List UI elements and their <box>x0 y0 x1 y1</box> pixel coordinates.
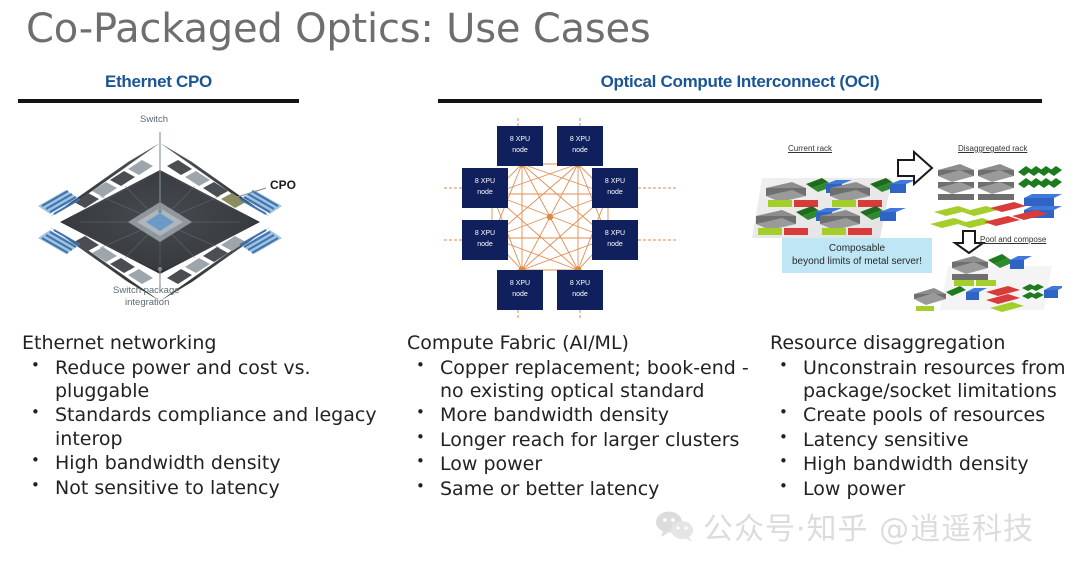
list-item: Unconstrain resources from package/socke… <box>770 356 1075 404</box>
disagg-label-pool-and-compose: Pool and compose <box>980 235 1047 244</box>
page-title: Co-Packaged Optics: Use Cases <box>26 6 651 52</box>
diagram-cpo-switch-package: Switch CPO Switch package integration <box>20 110 320 315</box>
list-item: Latency sensitive <box>770 428 1075 452</box>
mesh-node-label: 8 XPU node <box>462 177 508 198</box>
list-item: Low power <box>407 452 769 476</box>
list-item: Standards compliance and legacy interop <box>22 403 402 451</box>
mesh-node-label-line2: node <box>607 188 623 196</box>
mesh-node-label-line1: 8 XPU <box>474 178 496 185</box>
pool-and-compose-group <box>914 254 1062 312</box>
mesh-node-label-line2: node <box>477 240 493 248</box>
cpo-arm-se <box>160 227 270 301</box>
cpo-label-switch-package: Switch package <box>113 285 180 296</box>
bullet-list-ethernet: Reduce power and cost vs. pluggableStand… <box>22 356 402 501</box>
section-header-ethernet-cpo-label: Ethernet CPO <box>105 72 212 91</box>
mesh-node-label: 8 XPU node <box>592 229 638 250</box>
cpo-arm-nw <box>50 143 160 217</box>
section-header-oci-label: Optical Compute Interconnect (OCI) <box>600 72 880 91</box>
arrow-down-icon <box>951 230 987 255</box>
mesh-node-label-line2: node <box>512 290 528 298</box>
cpo-label-switch: Switch <box>140 114 168 125</box>
bullet-column-resource-disaggregation: Resource disaggregation Unconstrain reso… <box>770 332 1075 502</box>
cpo-arm-sw <box>50 227 160 301</box>
cpo-label-cpo: CPO <box>270 178 297 192</box>
list-item: Copper replacement; book-end - no existi… <box>407 356 769 404</box>
mesh-node-label: 8 XPU node <box>462 229 508 250</box>
section-header-oci: Optical Compute Interconnect (OCI) <box>438 72 1042 103</box>
list-item: Longer reach for larger clusters <box>407 428 769 452</box>
wechat-icon <box>656 511 693 542</box>
mesh-node-label: 8 XPU node <box>497 279 543 300</box>
section-rule-right <box>438 99 1042 103</box>
mesh-external-stubs <box>442 118 678 318</box>
mesh-node-label-line1: 8 XPU <box>509 136 531 143</box>
disaggregation-svg <box>752 149 1062 312</box>
mesh-node-label-line2: node <box>477 188 493 196</box>
cpo-label-integration: integration <box>125 297 170 308</box>
mesh-node-label-line2: node <box>572 290 588 298</box>
mesh-node-label-line1: 8 XPU <box>509 280 531 287</box>
cpo-leader-lines <box>159 132 267 288</box>
mesh-node-label-line2: node <box>572 146 588 154</box>
cpo-switch-core <box>146 213 174 231</box>
mesh-node-label-line2: node <box>512 146 528 154</box>
mesh-node-label: 8 XPU node <box>592 177 638 198</box>
list-item: Low power <box>770 477 1075 501</box>
mesh-node-label-line1: 8 XPU <box>604 230 626 237</box>
xpu-mesh-svg <box>442 118 678 318</box>
list-item: High bandwidth density <box>770 452 1075 476</box>
composable-callout-line2: beyond limits of metal server! <box>791 255 923 267</box>
bullet-column-ethernet: Ethernet networking Reduce power and cos… <box>22 332 402 501</box>
list-item: High bandwidth density <box>22 451 402 475</box>
bullet-column-resource-disaggregation-title: Resource disaggregation <box>770 332 1006 354</box>
mesh-node-label-line1: 8 XPU <box>569 136 591 143</box>
bullet-list-resource-disaggregation: Unconstrain resources from package/socke… <box>770 356 1075 502</box>
bullet-list-compute-fabric: Copper replacement; book-end - no existi… <box>407 356 769 502</box>
cpo-arm-ne <box>160 143 270 217</box>
bullet-column-compute-fabric-title: Compute Fabric (AI/ML) <box>407 332 629 354</box>
list-item: More bandwidth density <box>407 403 769 427</box>
disaggregated-pools <box>930 164 1062 228</box>
list-item: Create pools of resources <box>770 403 1075 427</box>
bullet-column-compute-fabric: Compute Fabric (AI/ML) Copper replacemen… <box>407 332 769 502</box>
memory-storage-tiles <box>930 202 1048 228</box>
cpo-isometric-svg <box>38 132 282 301</box>
list-item: Not sensitive to latency <box>22 476 402 500</box>
mesh-node-boxes <box>462 126 638 310</box>
mesh-node-label: 8 XPU node <box>557 135 603 156</box>
mesh-node-label-line1: 8 XPU <box>604 178 626 185</box>
cpo-fiber-bundles <box>38 190 282 254</box>
composable-callout-line1: Composable <box>828 243 886 254</box>
arrow-right-icon <box>897 149 934 187</box>
disagg-label-disaggregated-rack: Disaggregated rack <box>958 144 1028 153</box>
disagg-label-current-rack: Current rack <box>788 144 833 153</box>
diagram-resource-disaggregation: Current rack Disaggregated rack Pool and… <box>752 138 1062 313</box>
mesh-node-label: 8 XPU node <box>557 279 603 300</box>
watermark-text: 公众号·知乎 @逍遥科技 <box>703 512 1035 547</box>
mesh-node-label-line2: node <box>607 240 623 248</box>
composable-callout: Composable beyond limits of metal server… <box>782 238 932 273</box>
list-item: Reduce power and cost vs. pluggable <box>22 356 402 404</box>
list-item: Same or better latency <box>407 477 769 501</box>
mesh-node-label-line1: 8 XPU <box>569 280 591 287</box>
mesh-node-label-line1: 8 XPU <box>474 230 496 237</box>
section-header-ethernet-cpo: Ethernet CPO <box>18 72 299 103</box>
section-rule-left <box>18 99 299 103</box>
mesh-node-label: 8 XPU node <box>497 135 543 156</box>
wechat-watermark: 公众号·知乎 @逍遥科技 <box>655 503 1075 549</box>
bullet-column-ethernet-title: Ethernet networking <box>22 332 217 354</box>
current-rack-servers <box>756 178 916 235</box>
